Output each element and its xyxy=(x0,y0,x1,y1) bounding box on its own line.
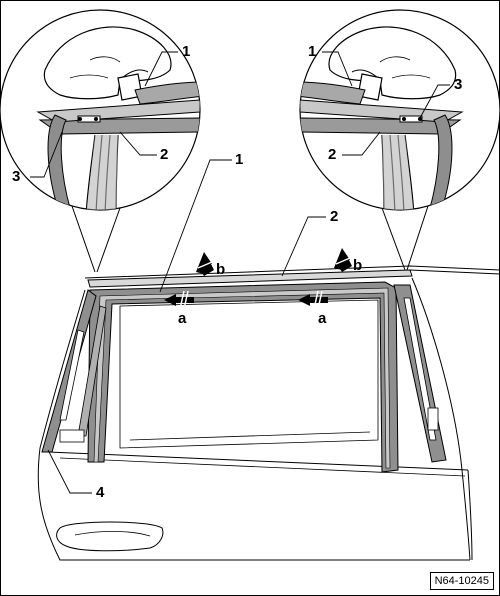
arrow-a-left-icon xyxy=(164,290,194,310)
label-direction-a-left: a xyxy=(178,310,187,327)
arrow-a-right-icon xyxy=(298,290,328,310)
label-main-1: 1 xyxy=(235,151,244,168)
detail-circle-left xyxy=(0,9,201,211)
label-right-detail-2: 2 xyxy=(328,146,337,163)
label-right-detail-1: 1 xyxy=(308,43,317,60)
label-right-detail-3: 3 xyxy=(454,76,463,93)
label-main-2: 2 xyxy=(330,208,339,225)
callout-lines xyxy=(71,205,429,273)
arrow-b-right-icon xyxy=(334,248,352,272)
label-direction-b-right: b xyxy=(353,257,363,274)
reference-code: N64-10245 xyxy=(429,572,494,590)
detail-circle-right xyxy=(299,9,500,211)
label-left-detail-3: 3 xyxy=(12,168,21,185)
label-direction-b-left: b xyxy=(216,261,226,278)
label-direction-a-right: a xyxy=(318,310,327,327)
label-left-detail-2: 2 xyxy=(160,146,169,163)
label-main-4: 4 xyxy=(96,484,105,501)
door-body xyxy=(37,265,500,561)
arrow-b-left-icon xyxy=(196,252,214,276)
leader-lines xyxy=(30,51,450,494)
label-left-detail-1: 1 xyxy=(182,43,191,60)
